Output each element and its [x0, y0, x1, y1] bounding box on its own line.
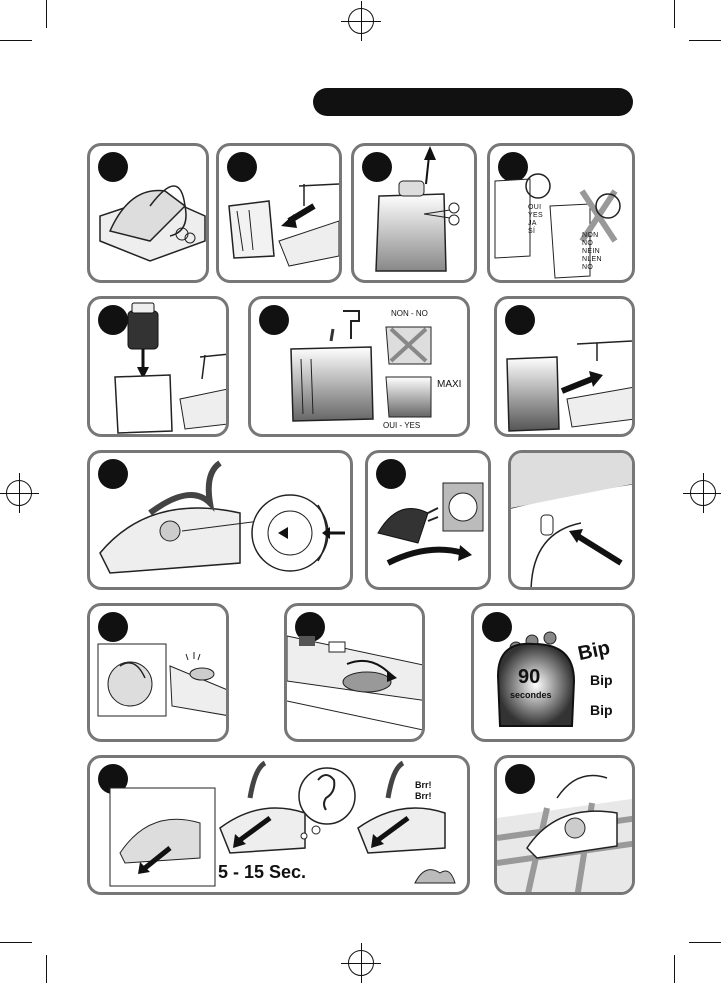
label-maxi: MAXI	[437, 379, 462, 390]
compatible-labels: OUI YES JA SÍ	[528, 204, 543, 236]
step-panel-13: 90 secondes Bip Bip Bip	[471, 603, 635, 742]
label-non-no: NON - NO	[391, 309, 428, 318]
step-number-badge	[98, 459, 128, 489]
brr-labels: Brr! Brr!	[415, 780, 432, 802]
step-number-badge	[505, 764, 535, 794]
step-panel-1	[87, 143, 209, 283]
registration-mark-right	[683, 473, 721, 513]
iron-temperature-dial-illustration	[99, 460, 345, 574]
label-si: SÍ	[528, 228, 536, 235]
step-number-badge	[505, 305, 535, 335]
timer-unit: secondes	[510, 690, 552, 700]
crop-mark	[46, 0, 47, 28]
bip-label-3: Bip	[590, 702, 613, 718]
brr-label-2: Brr!	[415, 791, 432, 801]
duration-label: 5 - 15 Sec.	[218, 862, 307, 882]
step-panel-6: NON - NO MAXI OUI - YES	[248, 296, 470, 437]
label-ja: JA	[528, 220, 537, 227]
step-panel-14: Brr! Brr! 5 - 15 Sec.	[87, 755, 470, 895]
ironing-fabric-illustration	[497, 774, 632, 892]
bip-label-2: Bip	[590, 672, 613, 688]
timer-value: 90	[518, 666, 541, 688]
plug-socket-illustration	[377, 482, 484, 566]
incompatible-labels: NON NO NEIN NLEN NO	[582, 232, 602, 272]
crop-mark	[46, 955, 47, 983]
label-non: NON	[582, 232, 599, 239]
cartridge-fit-comparison-illustration	[494, 173, 621, 279]
tank-removal-illustration	[228, 183, 339, 267]
steam-dial-illustration	[287, 635, 422, 731]
step-number-badge	[482, 612, 512, 642]
timer-illustration	[496, 631, 576, 727]
step-number-badge	[498, 152, 528, 182]
step-panel-4: OUI YES JA SÍ NON NO NEIN NLEN NO	[487, 143, 635, 283]
step-panel-3	[351, 143, 477, 283]
step-panel-8	[87, 450, 353, 590]
crop-mark	[689, 40, 721, 41]
label-yes: YES	[528, 212, 543, 219]
label-oui-yes: OUI - YES	[383, 421, 421, 430]
label-oui: OUI	[528, 204, 542, 211]
crop-mark	[0, 942, 32, 943]
step-panel-15	[494, 755, 635, 895]
step-number-badge	[98, 305, 128, 335]
brr-label-1: Brr!	[415, 780, 432, 790]
step-panel-9	[365, 450, 491, 590]
step-panel-7	[494, 296, 635, 437]
label-nein: NEIN	[582, 248, 600, 255]
crop-mark	[689, 942, 721, 943]
step-number-badge	[259, 305, 289, 335]
power-switch-illustration	[511, 453, 632, 587]
registration-mark-bottom	[341, 943, 381, 983]
label-no-2: NO	[582, 264, 594, 271]
registration-mark-top	[341, 1, 381, 41]
section-header-bar	[313, 88, 633, 116]
step-number-badge	[98, 612, 128, 642]
tank-refit-illustration	[506, 340, 632, 432]
crop-mark	[0, 40, 32, 41]
tank-fill-illustration	[290, 310, 432, 422]
crop-mark	[674, 0, 675, 28]
step-number-badge	[227, 152, 257, 182]
step-panel-5	[87, 296, 229, 437]
step-panel-12	[284, 603, 425, 742]
step-number-badge	[362, 152, 392, 182]
steam-trigger-illustration	[109, 760, 456, 887]
cartridge-insertion-illustration	[114, 302, 226, 434]
step-number-badge	[376, 459, 406, 489]
iron-unboxing-illustration	[99, 185, 206, 262]
label-no: NO	[582, 240, 594, 247]
registration-mark-left	[0, 473, 39, 513]
step-panel-2	[216, 143, 342, 283]
label-nlen: NLEN	[582, 256, 602, 263]
crop-mark	[674, 955, 675, 983]
step-panel-11	[87, 603, 229, 742]
indicator-light-illustration	[97, 643, 226, 717]
filter-cartridge-cut-illustration	[375, 146, 460, 272]
step-number-badge	[98, 152, 128, 182]
step-panel-10	[508, 450, 635, 590]
